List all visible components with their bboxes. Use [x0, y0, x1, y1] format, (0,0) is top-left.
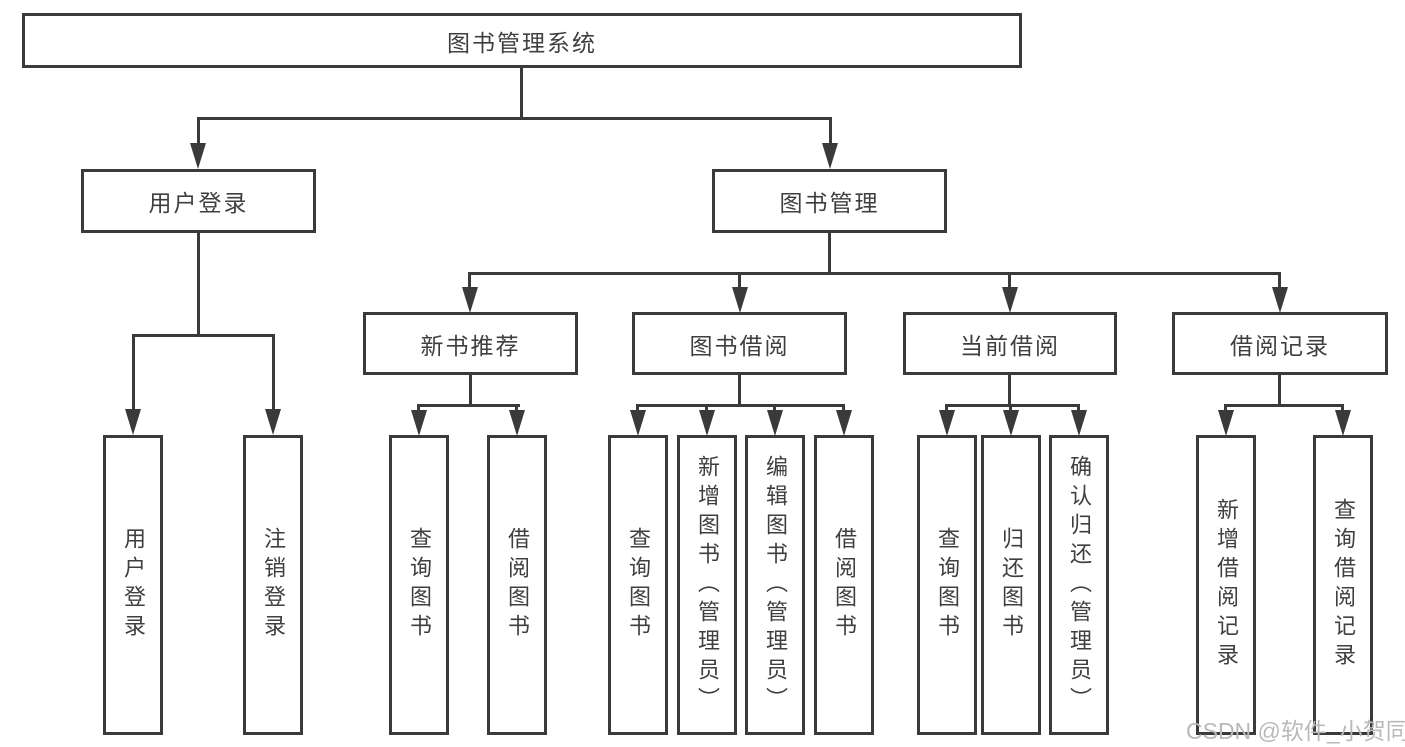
connector-bookborrow-vline	[738, 375, 741, 407]
leaf-user-login: 用户登录	[103, 435, 163, 735]
connector-root-right-stem	[829, 117, 832, 145]
leaf-borrow-add-admin-label: 新增图书（管理员）	[695, 454, 720, 716]
leaf-logout-label: 注销登录	[261, 527, 286, 643]
leaf-newbooks-borrow: 借阅图书	[487, 435, 547, 735]
connector-newbooks-hline	[417, 404, 520, 407]
arrowhead-icon	[509, 410, 525, 436]
arrowhead-icon	[125, 409, 141, 435]
connector-newbooks-vline	[469, 375, 472, 407]
connector-root-vline	[520, 68, 523, 120]
connector-bookmgmt-stem	[468, 272, 471, 290]
connector-userlogin-stem	[272, 334, 275, 411]
connector-records-stem	[1341, 404, 1344, 412]
leaf-records-add: 新增借阅记录	[1196, 435, 1256, 735]
connector-userlogin-hline	[132, 334, 275, 337]
arrowhead-icon	[1002, 287, 1018, 313]
leaf-user-login-label: 用户登录	[121, 527, 146, 643]
connector-bookmgmt-vline	[828, 233, 831, 275]
connector-currentborrow-stem	[1009, 404, 1012, 412]
connector-userlogin-stem	[132, 334, 135, 411]
leaf-current-query-label: 查询图书	[935, 527, 960, 643]
csdn-watermark: CSDN @软件_小贺同学	[1186, 718, 1405, 744]
arrowhead-icon	[1272, 287, 1288, 313]
connector-records-vline	[1278, 375, 1281, 407]
leaf-logout: 注销登录	[243, 435, 303, 735]
arrowhead-icon	[630, 410, 646, 436]
leaf-records-query: 查询借阅记录	[1313, 435, 1373, 735]
leaf-newbooks-query-label: 查询图书	[407, 527, 432, 643]
leaf-borrow-query-label: 查询图书	[626, 527, 651, 643]
connector-currentborrow-hline	[945, 404, 1080, 407]
connector-bookborrow-stem	[842, 404, 845, 412]
node-new-books: 新书推荐	[363, 312, 578, 375]
connector-bookborrow-stem	[705, 404, 708, 412]
leaf-borrow-edit-admin-label: 编辑图书（管理员）	[763, 454, 788, 716]
connector-bookmgmt-stem	[738, 272, 741, 290]
node-root: 图书管理系统	[22, 13, 1022, 68]
leaf-newbooks-query: 查询图书	[389, 435, 449, 735]
connector-records-stem	[1224, 404, 1227, 412]
leaf-records-query-label: 查询借阅记录	[1331, 498, 1356, 672]
connector-newbooks-stem	[417, 404, 420, 412]
connector-currentborrow-vline	[1008, 375, 1011, 407]
leaf-current-query: 查询图书	[917, 435, 977, 735]
node-book-management-label: 图书管理	[779, 190, 880, 216]
arrowhead-icon	[732, 287, 748, 313]
node-book-management: 图书管理	[712, 169, 947, 233]
connector-bookmgmt-stem	[1278, 272, 1281, 290]
node-user-login-label: 用户登录	[148, 190, 249, 216]
node-borrow-records-label: 借阅记录	[1230, 332, 1330, 359]
arrowhead-icon	[939, 410, 955, 436]
node-root-label: 图书管理系统	[447, 29, 597, 56]
connector-currentborrow-stem	[1077, 404, 1080, 412]
leaf-borrow-borrow: 借阅图书	[814, 435, 874, 735]
connector-root-left-stem	[197, 117, 200, 145]
connector-userlogin-vline	[197, 233, 200, 337]
node-book-borrow-label: 图书借阅	[689, 332, 790, 359]
node-current-borrow: 当前借阅	[903, 312, 1117, 375]
arrowhead-icon	[265, 409, 281, 435]
connector-bookborrow-stem	[636, 404, 639, 412]
leaf-current-return: 归还图书	[981, 435, 1041, 735]
arrowhead-icon	[822, 143, 838, 169]
connector-root-hline	[197, 117, 832, 120]
arrowhead-icon	[1071, 410, 1087, 436]
connector-records-hline	[1224, 404, 1344, 407]
arrowhead-icon	[411, 410, 427, 436]
leaf-borrow-query: 查询图书	[608, 435, 668, 735]
leaf-newbooks-borrow-label: 借阅图书	[505, 527, 530, 643]
arrowhead-icon	[836, 410, 852, 436]
arrowhead-icon	[767, 410, 783, 436]
node-book-borrow: 图书借阅	[632, 312, 847, 375]
leaf-records-add-label: 新增借阅记录	[1214, 498, 1239, 672]
connector-bookmgmt-hline	[469, 272, 1281, 275]
node-borrow-records: 借阅记录	[1172, 312, 1388, 375]
connector-bookborrow-stem	[773, 404, 776, 412]
arrowhead-icon	[190, 143, 206, 169]
arrowhead-icon	[699, 410, 715, 436]
leaf-current-confirm-admin: 确认归还（管理员）	[1049, 435, 1109, 735]
arrowhead-icon	[462, 287, 478, 313]
arrowhead-icon	[1335, 410, 1351, 436]
leaf-current-confirm-admin-label: 确认归还（管理员）	[1067, 454, 1092, 716]
node-new-books-label: 新书推荐	[420, 332, 521, 359]
connector-bookmgmt-stem	[1008, 272, 1011, 290]
leaf-current-return-label: 归还图书	[999, 527, 1024, 643]
connector-newbooks-stem	[515, 404, 518, 412]
leaf-borrow-borrow-label: 借阅图书	[832, 527, 857, 643]
node-user-login: 用户登录	[81, 169, 316, 233]
leaf-borrow-add-admin: 新增图书（管理员）	[677, 435, 737, 735]
arrowhead-icon	[1218, 410, 1234, 436]
arrowhead-icon	[1003, 410, 1019, 436]
connector-bookborrow-hline	[636, 404, 845, 407]
node-current-borrow-label: 当前借阅	[960, 332, 1060, 359]
leaf-borrow-edit-admin: 编辑图书（管理员）	[745, 435, 805, 735]
connector-currentborrow-stem	[945, 404, 948, 412]
